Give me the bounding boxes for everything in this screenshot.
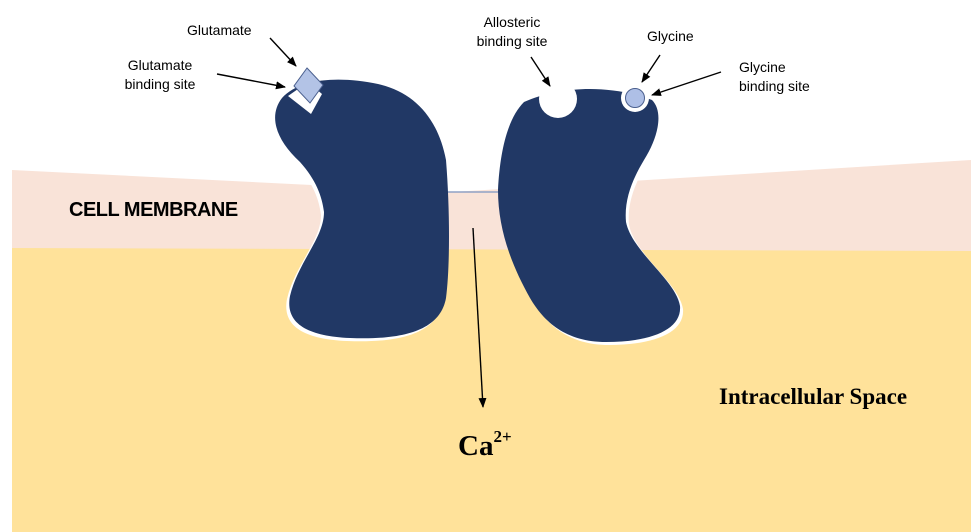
glutamate-binding-site-line1: Glutamate [100, 56, 220, 75]
calcium-ion-symbol: Ca [458, 430, 493, 462]
allosteric-binding-site-line2: binding site [454, 32, 570, 51]
glycine-binding-site-label: Glycine binding site [739, 58, 810, 96]
glycine-label: Glycine [647, 27, 694, 46]
allosteric-arrow [531, 57, 550, 86]
calcium-ion-charge: 2+ [493, 427, 511, 446]
glycine-arrow [642, 55, 660, 82]
calcium-ion-label: Ca2+ [458, 427, 512, 463]
allosteric-binding-pocket [539, 80, 577, 118]
glycine-binding-site-line2: binding site [739, 77, 810, 96]
intracellular-space-label: Intracellular Space [719, 384, 907, 410]
glutamate-label: Glutamate [187, 21, 252, 40]
glutamate-arrow [270, 38, 296, 66]
glutamate-binding-site-line2: binding site [100, 75, 220, 94]
cell-membrane-label: CELL MEMBRANE [69, 199, 238, 222]
allosteric-binding-site-line1: Allosteric [454, 13, 570, 32]
allosteric-binding-site-label: Allosteric binding site [454, 13, 570, 51]
glycine-binding-site-line1: Glycine [739, 58, 810, 77]
glycine-ligand [626, 89, 645, 108]
glycine-site-arrow [652, 72, 721, 95]
glutamate-site-arrow [217, 74, 285, 87]
glutamate-binding-site-label: Glutamate binding site [100, 56, 220, 94]
